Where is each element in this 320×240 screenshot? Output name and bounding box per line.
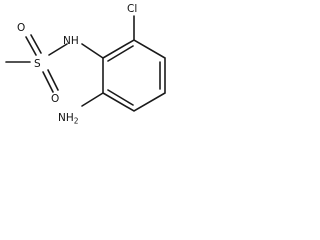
ring-double-bond-top — [107, 45, 134, 62]
chlorine-label: Cl — [127, 3, 137, 15]
oxygen-top-label: O — [17, 22, 25, 34]
bond-lines — [5, 15, 166, 112]
bond-nitrogen-ring — [81, 43, 104, 59]
amide-nh-label: NH — [63, 35, 79, 47]
bond-sulfur-oxygen-bottom-2 — [47, 69, 59, 91]
sulfur-label: S — [34, 58, 41, 70]
amine-label: NH2 — [58, 112, 79, 126]
atom-labels: S O O NH Cl NH2 — [17, 3, 137, 126]
benzene-ring — [102, 39, 166, 112]
oxygen-bottom-label: O — [51, 93, 59, 105]
bond-sulfur-oxygen-top-2 — [30, 34, 42, 54]
bond-sulfur-oxygen-bottom-1 — [42, 71, 54, 93]
amine-nh-text: NH — [58, 112, 74, 124]
amine-subscript-text: 2 — [74, 117, 79, 126]
bond-sulfur-oxygen-top-1 — [25, 36, 37, 56]
bond-sulfur-nitrogen — [48, 43, 68, 56]
bond-ring-amine — [81, 92, 104, 107]
ring-double-bond-bottom — [107, 89, 134, 106]
chemical-structure-diagram: S O O NH Cl NH2 — [5, 3, 166, 126]
